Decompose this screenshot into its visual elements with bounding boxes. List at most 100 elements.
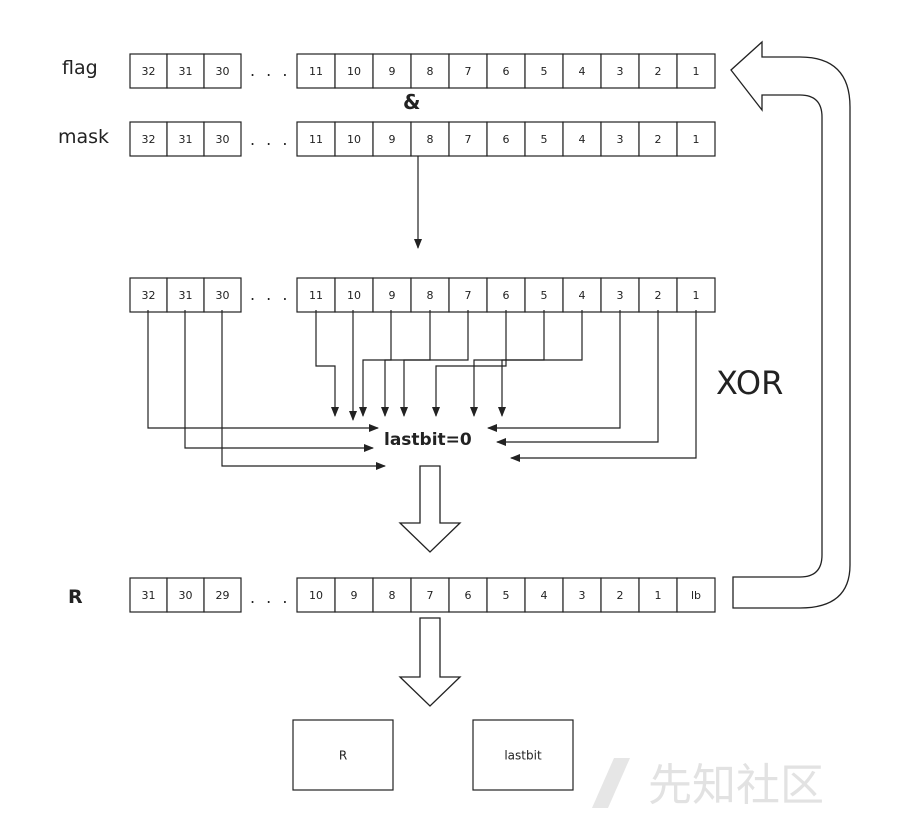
r-cell-label: 5 — [503, 589, 510, 602]
mask-cell-label: 11 — [309, 133, 323, 146]
r-cell-label: lb — [691, 589, 701, 602]
mask-cell — [334, 121, 374, 157]
flag-cell — [129, 53, 168, 89]
flag-cell — [638, 53, 678, 89]
watermark-text: 先知社区 — [648, 760, 824, 811]
r-cell-label: 7 — [427, 589, 434, 602]
watermark: 先知社区 — [592, 758, 824, 811]
r-cell — [203, 577, 242, 613]
flag-cell-label: 31 — [179, 65, 193, 78]
r-cell-label: 8 — [389, 589, 396, 602]
xor-label: XOR — [716, 364, 783, 402]
flag-cell — [410, 53, 450, 89]
result-cell — [676, 277, 716, 313]
flag-ellipsis: . . . — [250, 61, 290, 80]
r-cell-label: 1 — [655, 589, 662, 602]
lastbit-output-label: lastbit — [504, 749, 542, 763]
result-cell-label: 3 — [617, 289, 624, 302]
mask-cell-label: 5 — [541, 133, 548, 146]
result-cell-label: 1 — [693, 289, 700, 302]
flag-cell — [372, 53, 412, 89]
mask-cell-label: 1 — [693, 133, 700, 146]
mask-cell — [372, 121, 412, 157]
lastbit-value: lastbit=0 — [384, 430, 472, 450]
mask-cell-label: 9 — [389, 133, 396, 146]
result-cell-label: 2 — [655, 289, 662, 302]
r-cell-label: 10 — [309, 589, 323, 602]
flag-cell-label: 9 — [389, 65, 396, 78]
r-output-label: R — [339, 749, 347, 763]
result-cell-label: 11 — [309, 289, 323, 302]
r-cell-label: 30 — [179, 589, 193, 602]
flag-cell-label: 32 — [142, 65, 156, 78]
flag-cell-label: 10 — [347, 65, 361, 78]
result-cell-label: 8 — [427, 289, 434, 302]
to-r-hollow-arrow — [398, 465, 462, 553]
r-output-box — [292, 719, 394, 791]
flag-cell-label: 6 — [503, 65, 510, 78]
flag-label: flag — [62, 57, 98, 79]
flag-cell — [334, 53, 374, 89]
flag-cell — [676, 53, 716, 89]
flag-cell-label: 2 — [655, 65, 662, 78]
flag-cell-label: 8 — [427, 65, 434, 78]
flag-cell-label: 5 — [541, 65, 548, 78]
flag-cell — [203, 53, 242, 89]
result-cell — [486, 277, 526, 313]
mask-cell-label: 30 — [216, 133, 230, 146]
watermark-logo-icon — [592, 758, 630, 808]
mask-cell-label: 7 — [465, 133, 472, 146]
mask-cell — [448, 121, 488, 157]
mask-cell-label: 4 — [579, 133, 586, 146]
result-cell-label: 4 — [579, 289, 586, 302]
r-cell-label: 29 — [216, 589, 230, 602]
flag-cell-label: 7 — [465, 65, 472, 78]
r-cell — [448, 577, 488, 613]
r-cell-label: 9 — [351, 589, 358, 602]
mask-cell-label: 6 — [503, 133, 510, 146]
result-cell — [448, 277, 488, 313]
flag-cell — [448, 53, 488, 89]
mask-cell — [166, 121, 205, 157]
result-cell-label: 32 — [142, 289, 156, 302]
r-cell — [638, 577, 678, 613]
r-cell — [334, 577, 374, 613]
lastbit-output-box — [472, 719, 574, 791]
r-cell-label: 3 — [579, 589, 586, 602]
to-outputs-hollow-arrow — [398, 617, 462, 707]
result-cell-label: 10 — [347, 289, 361, 302]
mask-label: mask — [58, 126, 109, 148]
r-ellipsis: . . . — [250, 588, 290, 607]
r-cell-label: 31 — [142, 589, 156, 602]
flag-cell — [600, 53, 640, 89]
flag-cell — [524, 53, 564, 89]
mask-cell — [676, 121, 716, 157]
flag-cell-label: 30 — [216, 65, 230, 78]
mask-cell — [410, 121, 450, 157]
flag-cell-label: 3 — [617, 65, 624, 78]
result-cell — [203, 277, 242, 313]
result-cell-label: 30 — [216, 289, 230, 302]
r-cell — [562, 577, 602, 613]
and-operator: & — [403, 90, 420, 114]
result-cell — [372, 277, 412, 313]
result-ellipsis: . . . — [250, 285, 290, 304]
mask-cell — [486, 121, 526, 157]
result-cell-label: 9 — [389, 289, 396, 302]
result-cell-label: 7 — [465, 289, 472, 302]
result-cell — [129, 277, 168, 313]
mask-cell-label: 3 — [617, 133, 624, 146]
mask-cell-label: 10 — [347, 133, 361, 146]
r-cell-label: 6 — [465, 589, 472, 602]
mask-cell — [562, 121, 602, 157]
mask-cell-label: 31 — [179, 133, 193, 146]
mask-ellipsis: . . . — [250, 130, 290, 149]
flag-cell-label: 1 — [693, 65, 700, 78]
r-cell — [600, 577, 640, 613]
mask-cell — [638, 121, 678, 157]
r-label: R — [68, 586, 83, 608]
mask-cell — [203, 121, 242, 157]
